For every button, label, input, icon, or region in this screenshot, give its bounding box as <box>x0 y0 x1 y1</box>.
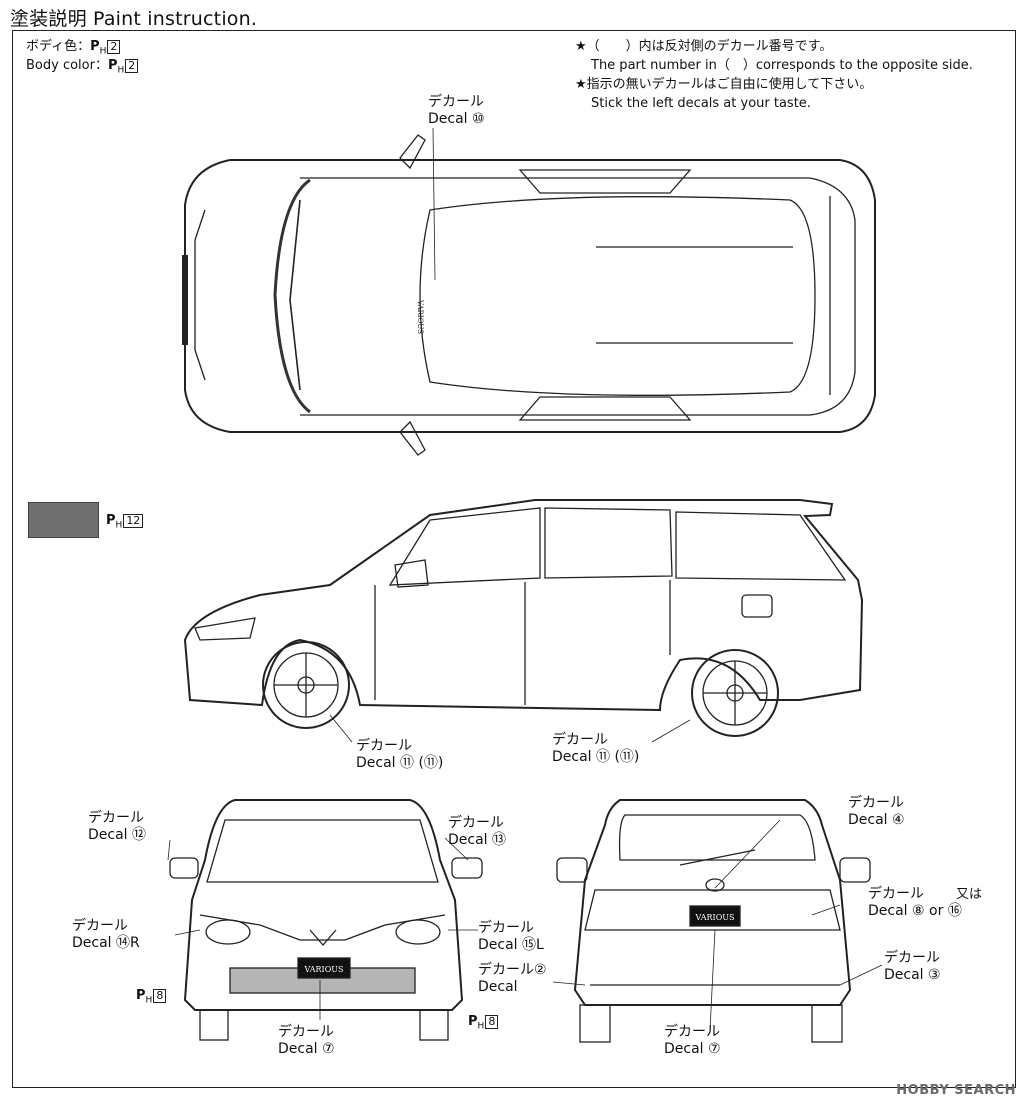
body-color-en-label: Body color： <box>26 58 108 73</box>
callout-number: ⑬ <box>492 832 507 848</box>
watermark: HOBBY SEARCH <box>896 1083 1016 1098</box>
callout-number: ⑭R <box>116 935 140 951</box>
instruction-frame <box>12 30 1016 1088</box>
note-jp-2: ★指示の無いデカールはご自由に使用して下さい。 <box>575 77 873 92</box>
top-view: VARIOUS <box>182 127 876 456</box>
callout-number: ⑦ <box>708 1041 721 1057</box>
callout-number: ④ <box>892 812 905 828</box>
side-view <box>183 499 864 743</box>
paint-number-box: 2 <box>125 59 139 73</box>
callout-number: ⑩ <box>472 111 485 127</box>
roof-lettering: VARIOUS <box>416 299 424 334</box>
page-title: 塗装説明 Paint instruction. <box>10 8 258 30</box>
color-swatch <box>28 502 99 538</box>
callout-number: ⑫ <box>132 827 147 843</box>
note-en-1: The part number in（ ）corresponds to the … <box>591 58 973 73</box>
callout-rear-badge: デカール Decal ⑧ or ⑯ <box>868 886 962 919</box>
or-jp: 又は <box>956 887 983 902</box>
note-jp-1: ★（ ）内は反対側のデカール番号です。 <box>575 39 833 54</box>
front-view: VARIOUS <box>167 799 483 1041</box>
rear-view: VARIOUS <box>552 799 883 1043</box>
paint-code: PH <box>90 39 107 57</box>
callout-number: ⑦ <box>322 1041 335 1057</box>
paint-code: PH <box>107 58 125 76</box>
callout-number: ⑮L <box>522 937 544 953</box>
callout-number: ⑪ (⑪) <box>596 749 640 765</box>
callout-number: ⑪ (⑪) <box>400 755 444 771</box>
front-plate-text: VARIOUS <box>304 965 344 974</box>
body-color-jp-label: ボディ色： <box>26 39 91 54</box>
callout-number: ③ <box>928 967 941 983</box>
note-en-2: Stick the left decals at your taste. <box>591 96 811 111</box>
callout-number: ② <box>534 962 547 978</box>
rear-plate-text: VARIOUS <box>695 913 735 922</box>
paint-number-box: 2 <box>107 40 121 54</box>
